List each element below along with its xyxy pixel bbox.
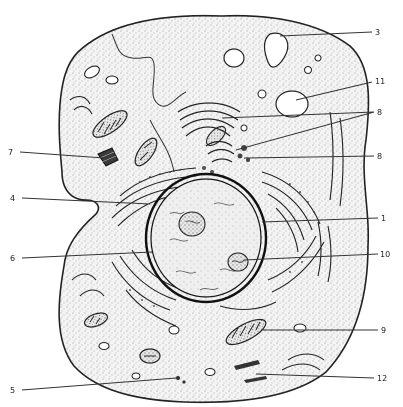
label-11: 11 xyxy=(375,77,385,86)
golgi-vesicle xyxy=(238,154,243,159)
label-9: 9 xyxy=(381,326,386,335)
label-10: 10 xyxy=(380,250,390,259)
vesicle xyxy=(305,67,312,74)
label-6: 6 xyxy=(10,254,15,263)
label-7: 7 xyxy=(8,148,13,157)
label-8-bottom: 8 xyxy=(377,152,382,161)
vesicle xyxy=(241,125,247,131)
golgi-vesicle xyxy=(246,158,250,162)
vesicle xyxy=(315,55,321,61)
vesicle xyxy=(258,90,266,98)
label-8-top: 8 xyxy=(377,108,382,117)
label-4: 4 xyxy=(10,194,15,203)
nucleolus xyxy=(179,212,205,236)
vesicle xyxy=(294,324,306,332)
vacuole xyxy=(224,49,244,67)
vesicle xyxy=(99,343,109,350)
vacuole xyxy=(276,91,308,117)
label-5: 5 xyxy=(10,386,15,395)
vesicle xyxy=(106,76,118,84)
mitochondrion xyxy=(140,349,160,363)
label-12: 12 xyxy=(377,374,387,383)
label-1: 1 xyxy=(381,214,386,223)
label-3: 3 xyxy=(375,28,380,37)
vesicle xyxy=(205,369,215,376)
vesicle xyxy=(169,326,179,334)
nucleus xyxy=(151,179,261,297)
vesicle xyxy=(132,373,140,379)
golgi-vesicle xyxy=(202,166,206,170)
